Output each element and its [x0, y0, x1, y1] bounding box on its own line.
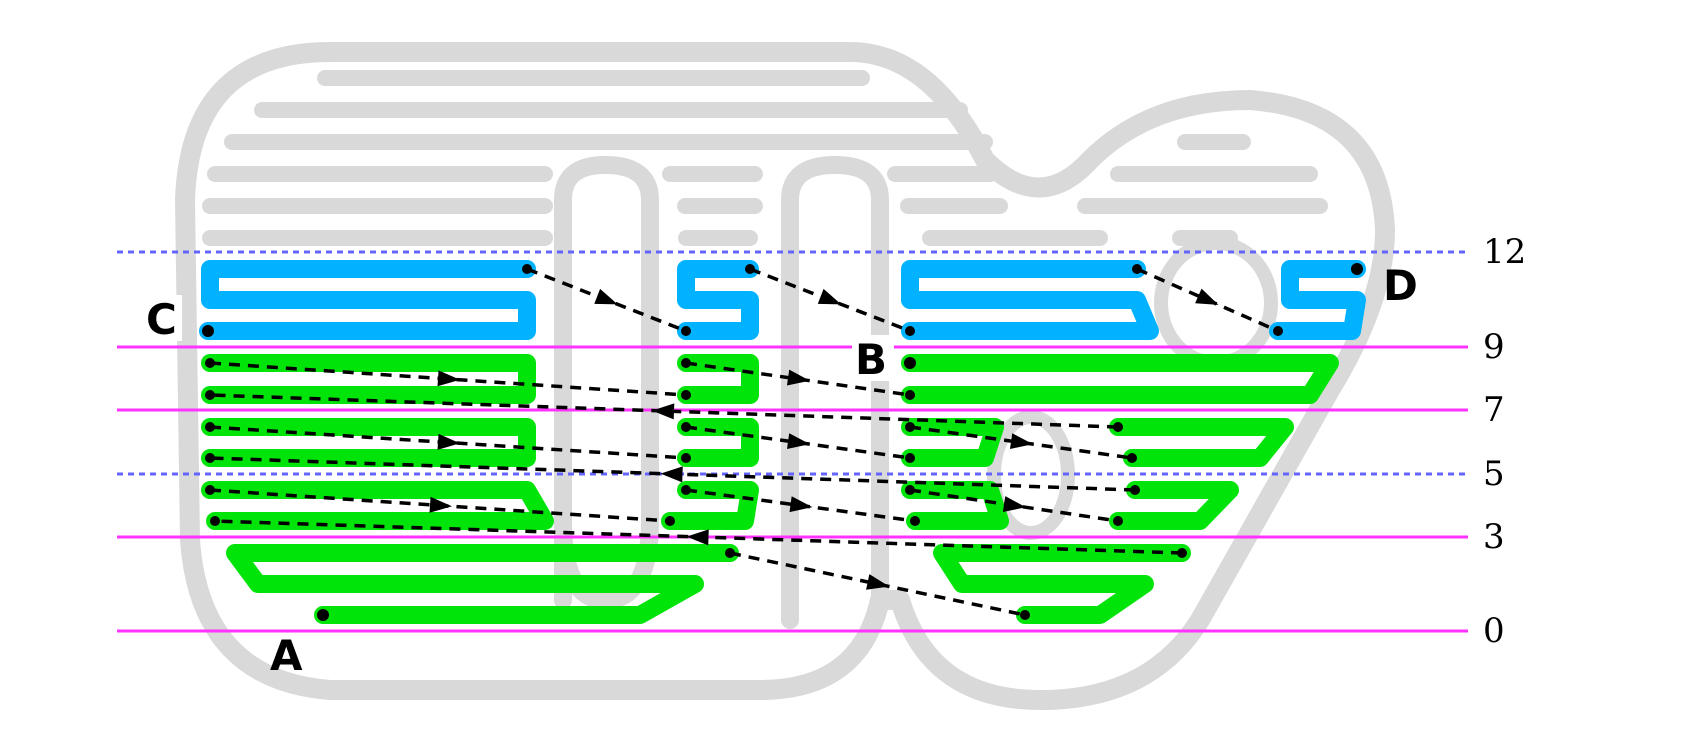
green-pass [201, 418, 536, 467]
green-pass [677, 354, 759, 404]
arrowhead-icon [429, 496, 452, 513]
path-endpoint [665, 516, 675, 526]
arrowhead-icon [437, 370, 460, 387]
path-endpoint [681, 358, 691, 368]
green-pass [661, 481, 759, 530]
path-endpoint [905, 453, 915, 463]
blue-pass [199, 260, 536, 340]
path-endpoint [205, 485, 215, 495]
green-pass [226, 544, 739, 624]
green-pass [901, 481, 1009, 530]
path-endpoint [681, 390, 691, 400]
path-endpoint [317, 609, 329, 621]
arrowhead-icon [437, 433, 460, 450]
arrowhead-icon [786, 369, 810, 386]
green-pass [901, 418, 1004, 467]
level-label-9: 9 [1483, 327, 1505, 367]
blue-pass [1269, 260, 1366, 340]
path-endpoint [205, 422, 215, 432]
path-endpoint [205, 453, 215, 463]
path-endpoint [1132, 264, 1142, 274]
path-endpoint [1113, 422, 1123, 432]
path-endpoint [681, 453, 691, 463]
level-label-3: 3 [1483, 517, 1505, 557]
label-b: B [855, 335, 887, 384]
green-passes [201, 354, 1339, 624]
arrowhead-icon [786, 433, 810, 450]
blue-pass [901, 260, 1159, 340]
arrowhead-icon [652, 403, 675, 420]
arrowhead-icon [817, 288, 842, 305]
path-endpoint [1130, 485, 1140, 495]
label-a: A [270, 631, 303, 680]
arrowhead-icon [789, 496, 813, 513]
green-pass [201, 481, 554, 530]
travel-line [729, 551, 1026, 617]
path-endpoint [1273, 326, 1283, 336]
label-c: C [146, 295, 177, 344]
path-endpoint [1127, 453, 1137, 463]
level-label-7: 7 [1483, 390, 1505, 430]
path-endpoint [522, 264, 532, 274]
path-endpoint [1020, 610, 1030, 620]
blue-passes [199, 260, 1366, 340]
path-endpoint [904, 357, 916, 369]
path-endpoint [905, 422, 915, 432]
green-pass [1109, 481, 1239, 530]
path-endpoint [905, 390, 915, 400]
path-endpoint [1177, 548, 1187, 558]
green-pass [201, 354, 536, 404]
point-labels: A B C D [140, 261, 1418, 680]
path-endpoint [725, 548, 735, 558]
green-pass [677, 418, 759, 467]
path-endpoint [681, 485, 691, 495]
arrowhead-icon [1009, 433, 1033, 450]
path-endpoint [681, 326, 691, 336]
green-pass [1109, 418, 1294, 467]
label-d: D [1383, 261, 1418, 310]
arrowhead-icon [686, 529, 709, 546]
green-pass [901, 354, 1339, 404]
arrowhead-icon [1002, 496, 1026, 512]
travel-moves [202, 263, 1363, 621]
path-endpoint [205, 358, 215, 368]
arrowhead-icon [1195, 288, 1219, 305]
part-outline [175, 42, 1395, 710]
level-label-0: 0 [1483, 611, 1505, 651]
path-endpoint [202, 325, 214, 337]
arrowhead-icon [660, 466, 683, 483]
blue-pass [677, 260, 759, 340]
path-endpoint [905, 326, 915, 336]
arrowhead-icon [866, 574, 890, 590]
path-endpoint [1351, 263, 1363, 275]
path-endpoint [1113, 516, 1123, 526]
path-endpoint [210, 516, 220, 526]
path-endpoint [910, 516, 920, 526]
level-label-12: 12 [1483, 232, 1526, 272]
arrowhead-icon [594, 288, 618, 305]
level-lines [117, 250, 1468, 633]
green-pass [933, 544, 1191, 624]
path-endpoint [905, 485, 915, 495]
path-endpoint [681, 422, 691, 432]
path-endpoint [745, 264, 755, 274]
level-label-5: 5 [1483, 454, 1505, 494]
path-endpoint [205, 390, 215, 400]
background-passes [202, 70, 1328, 246]
level-labels: 12 9 7 5 3 0 [1483, 232, 1526, 651]
